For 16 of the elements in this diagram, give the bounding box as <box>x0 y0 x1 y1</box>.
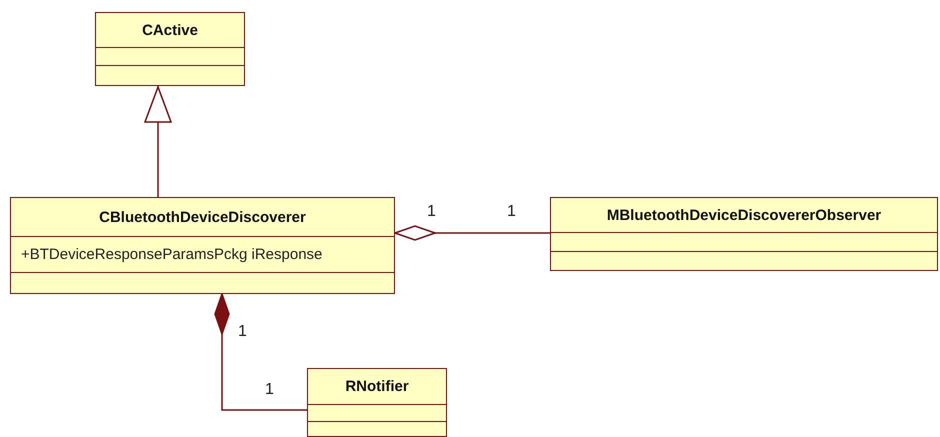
multiplicity-label: 1 <box>265 381 274 399</box>
multiplicity-label: 1 <box>507 203 516 221</box>
class-name: MBluetoothDeviceDiscovererObserver <box>606 206 882 224</box>
composition-connector <box>214 293 307 411</box>
aggregation-connector <box>394 225 550 241</box>
inheritance-arrow <box>144 86 172 197</box>
class-name: CActive <box>142 22 198 39</box>
class-box <box>10 197 395 294</box>
class-name: CBluetoothDeviceDiscoverer <box>99 208 306 226</box>
attribute-text: +BTDeviceResponseParamsPckg iResponse <box>21 246 322 264</box>
class-box <box>95 12 245 86</box>
class-box <box>550 197 938 271</box>
multiplicity-label: 1 <box>238 323 247 341</box>
class-name: RNotifier <box>345 378 409 395</box>
class-box <box>307 368 447 437</box>
multiplicity-label: 1 <box>427 203 436 221</box>
